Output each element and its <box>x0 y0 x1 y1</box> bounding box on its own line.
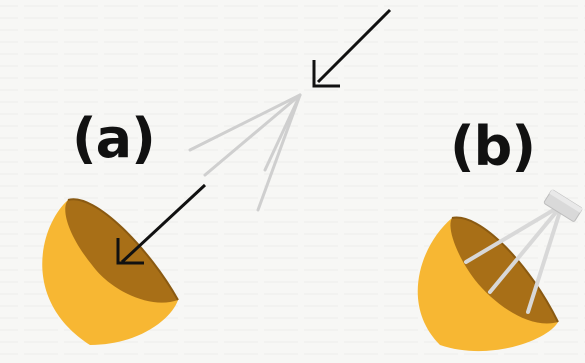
dish-a <box>42 198 179 345</box>
panel-label-a: (a) <box>72 107 156 170</box>
feed-struts <box>464 203 564 314</box>
incoming-arrow <box>312 8 392 88</box>
dish-a-rim <box>67 198 179 301</box>
scattered-rays <box>188 93 302 212</box>
feed-horn <box>543 189 583 222</box>
dish-a-inner <box>65 199 178 303</box>
reflected-arrow <box>116 183 207 265</box>
dish-b-rim <box>451 216 559 323</box>
panel-label-b: (b) <box>450 115 536 178</box>
dish-b <box>417 189 583 352</box>
